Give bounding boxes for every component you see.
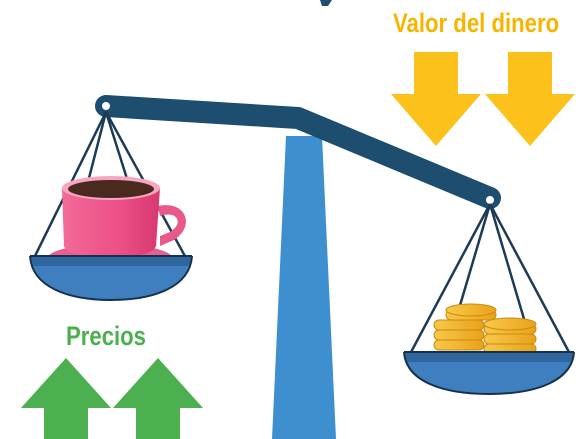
down-arrow-icon [485,52,575,146]
scale-post [272,136,336,439]
scale-beam [95,95,501,209]
right-pan [403,351,575,396]
up-arrow-icon [113,358,203,439]
right-hook [486,196,494,204]
value-of-money-label: Valor del dinero [393,8,560,38]
value-down-arrows [391,52,575,146]
cropped-top-mark [320,0,332,6]
price-up-arrows [21,358,203,439]
up-arrow-icon [21,358,111,439]
left-pan [29,255,193,302]
prices-label: Precios [66,321,147,351]
left-hook [102,102,110,110]
coin-stack-icon [433,303,537,355]
down-arrow-icon [391,52,481,146]
